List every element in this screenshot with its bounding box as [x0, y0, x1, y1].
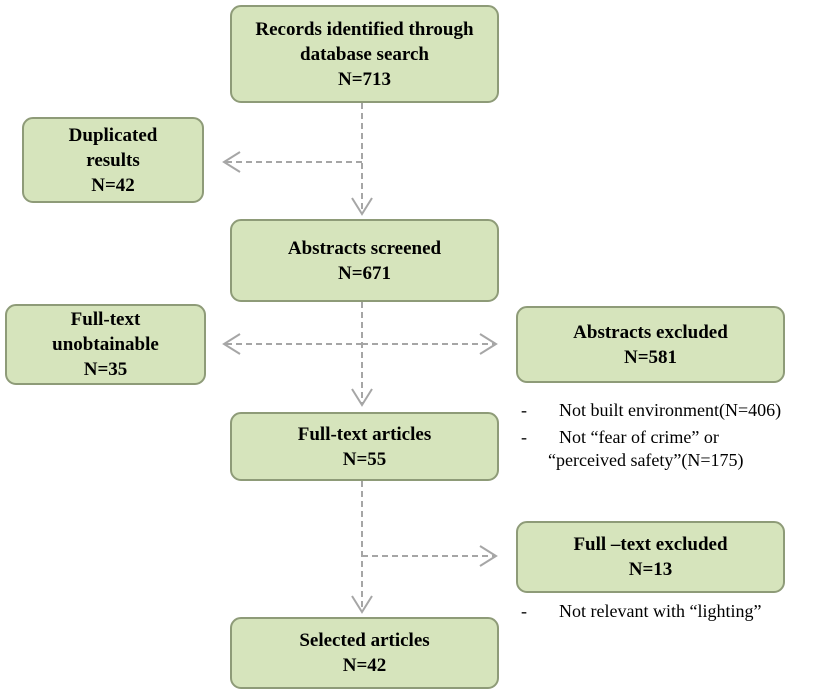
abstracts-excluded-count: N=581: [623, 346, 678, 368]
duplicated-results-box: Duplicated results N=42: [22, 117, 204, 203]
abstracts-excluded-box: Abstracts excluded N=581: [516, 306, 785, 383]
arrowhead-abstracts-excluded: [479, 333, 498, 355]
fulltext-excluded-label: Full –text excluded: [573, 534, 728, 555]
fulltext-articles-count: N=55: [342, 448, 387, 470]
unobtainable-line-1: Full-text: [70, 309, 141, 330]
records-identified-box: Records identified through database sear…: [230, 5, 499, 103]
note-text-line-1: Not “fear of crime” or: [559, 427, 719, 447]
records-identified-line-2: database search: [300, 43, 429, 65]
abstracts-excluded-label: Abstracts excluded: [573, 321, 728, 343]
fulltext-articles-box: Full-text articles N=55: [230, 412, 499, 481]
note-text: Not relevant with “lighting”: [559, 601, 762, 621]
fulltext-articles-label: Full-text articles: [297, 423, 432, 445]
fulltext-excluded-count: N=13: [628, 559, 673, 580]
duplicated-line-2: results: [86, 149, 140, 171]
unobtainable-line-2: unobtainable: [52, 334, 159, 355]
note-text: Not built environment(N=406): [559, 400, 782, 420]
note-bullet: -: [521, 400, 527, 420]
records-identified-count: N=713: [337, 68, 392, 90]
selected-articles-box: Selected articles N=42: [230, 617, 499, 689]
arrowhead-screened: [351, 197, 373, 216]
arrowhead-selected: [351, 595, 373, 614]
abstracts-screened-box: Abstracts screened N=671: [230, 219, 499, 302]
abstracts-screened-count: N=671: [337, 262, 392, 284]
arrowhead-fulltext: [351, 388, 373, 407]
abstracts-screened-label: Abstracts screened: [287, 237, 442, 259]
note-bullet: -: [521, 601, 527, 621]
arrowhead-duplicated: [222, 151, 241, 173]
fulltext-excluded-box: Full –text excluded N=13: [516, 521, 785, 593]
selected-articles-count: N=42: [342, 655, 387, 676]
exclusion-note-fear-of-crime: - Not “fear of crime” or “perceived safe…: [521, 426, 821, 472]
note-bullet: -: [521, 427, 527, 447]
unobtainable-count: N=35: [83, 359, 128, 380]
arrowhead-unobtainable: [222, 333, 241, 355]
records-identified-line-1: Records identified through: [255, 18, 474, 40]
exclusion-note-built-environment: - Not built environment(N=406): [521, 399, 821, 422]
selected-articles-label: Selected articles: [299, 630, 430, 651]
exclusion-note-lighting: - Not relevant with “lighting”: [521, 600, 821, 623]
note-text-line-2: “perceived safety”(N=175): [548, 450, 744, 470]
arrowhead-fulltext-excluded: [479, 545, 498, 567]
duplicated-line-1: Duplicated: [68, 124, 158, 146]
fulltext-unobtainable-box: Full-text unobtainable N=35: [5, 304, 206, 385]
duplicated-count: N=42: [91, 174, 135, 196]
